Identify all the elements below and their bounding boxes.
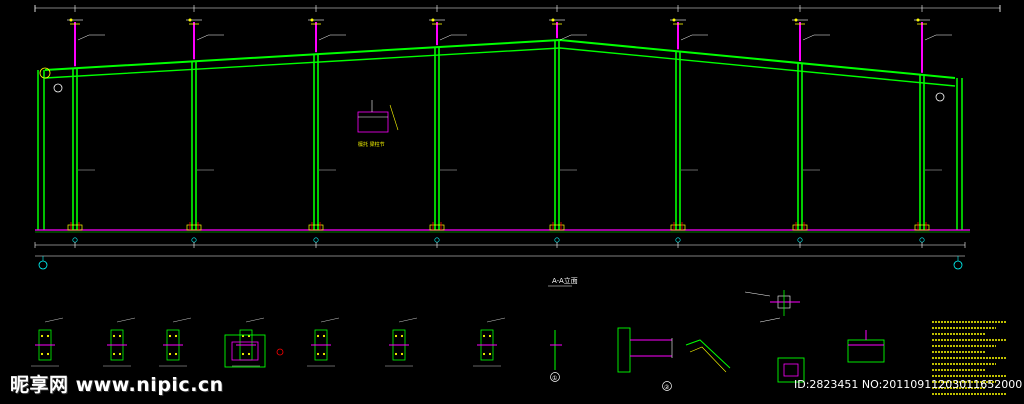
- top-dimension-ticks: [34, 5, 1001, 12]
- foundation-line: [35, 229, 970, 233]
- top-dimension-line: [34, 5, 1001, 12]
- detail-mark-1: ①: [550, 372, 560, 382]
- detail-1: [31, 317, 64, 367]
- detail-drawings: [31, 317, 885, 383]
- eave-markers: [39, 67, 945, 102]
- elevation-title: A-A立面: [552, 276, 578, 285]
- detail-11: [685, 339, 731, 373]
- end-wall-right: [956, 78, 963, 230]
- column-3: [308, 18, 346, 243]
- detail-6: [385, 317, 418, 367]
- bottom-dimension-ticks: [34, 242, 966, 248]
- columns-group: [67, 18, 952, 243]
- column-4: [429, 18, 467, 243]
- callout-title: 檩托 梁柱节: [358, 141, 385, 148]
- column-7: [792, 18, 830, 243]
- detail-8: [224, 334, 284, 368]
- svg-text:①: ①: [552, 375, 557, 382]
- svg-text:②: ②: [664, 384, 670, 391]
- notes-block: [932, 321, 1006, 395]
- detail-9: [550, 330, 562, 370]
- axis-mark-left: [38, 256, 48, 270]
- detail-13: [777, 357, 805, 383]
- detail-mark-2: ②: [662, 381, 672, 391]
- end-wall-left: [37, 70, 45, 230]
- detail-10: [617, 327, 673, 373]
- callout-detail: 檩托 梁柱节: [357, 100, 399, 148]
- detail-2: [103, 317, 136, 367]
- roof-rafter: [44, 38, 956, 87]
- detail-top-right: [744, 290, 800, 323]
- watermark-site: 昵享网 www.nipic.cn: [10, 374, 224, 396]
- column-1: [67, 18, 105, 243]
- detail-5: [307, 317, 340, 367]
- detail-7: [473, 317, 506, 367]
- column-2: [186, 18, 224, 243]
- detail-3: [159, 317, 192, 367]
- column-5: [549, 18, 587, 243]
- column-8: [914, 18, 952, 243]
- watermark-id: ID:2823451 NO:20110911203011652000: [794, 378, 1023, 391]
- detail-12: [847, 330, 885, 363]
- bottom-dimension-lines: [35, 244, 965, 257]
- axis-mark-right: [953, 256, 963, 270]
